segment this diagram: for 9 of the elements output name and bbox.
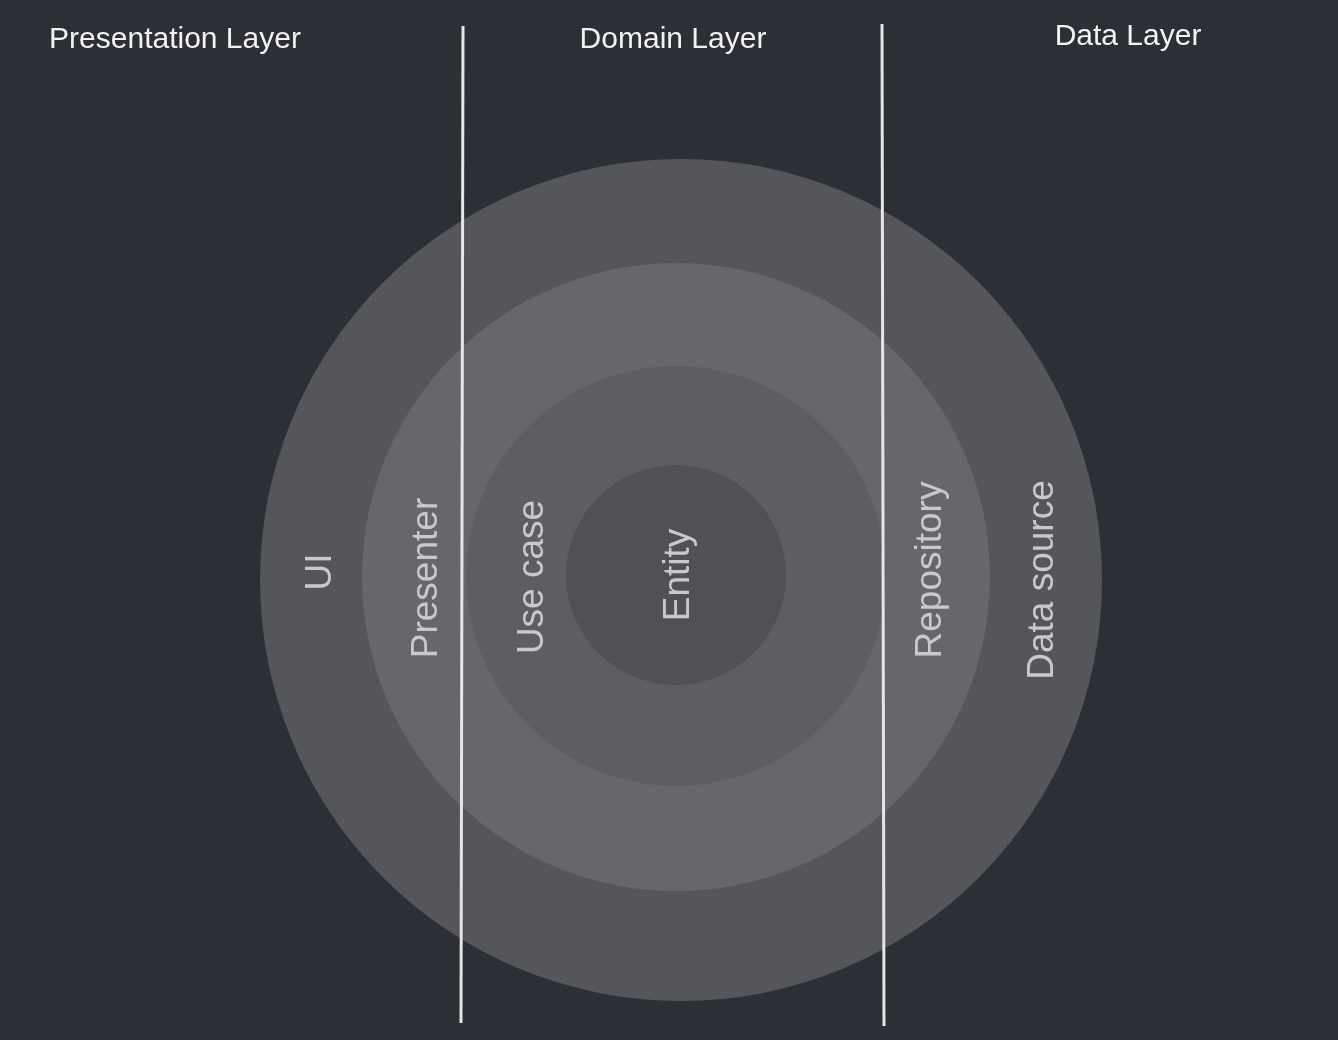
layer-heading: Data Layer	[1054, 20, 1202, 50]
layer-name: Use case	[511, 499, 549, 655]
layer-heading: Domain Layer	[579, 23, 767, 53]
layer-name: Repository	[909, 481, 947, 659]
layer-name: Entity	[657, 528, 695, 622]
layer-name: Data source	[1021, 480, 1059, 680]
layer-heading: Presentation Layer	[49, 23, 301, 53]
layer-name: UI	[299, 553, 337, 591]
layer-name: Presenter	[405, 497, 443, 659]
